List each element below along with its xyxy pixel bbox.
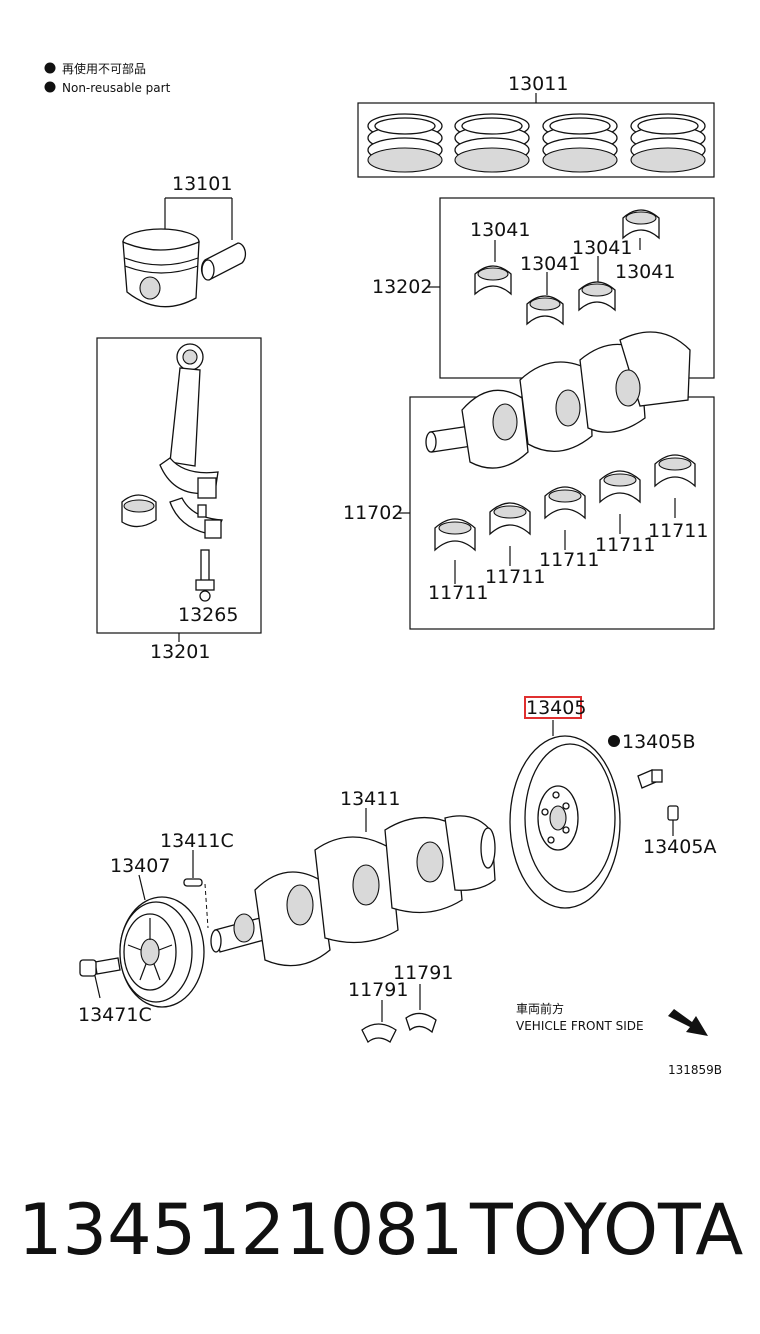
label-13041-a: 13041 (470, 219, 530, 241)
piston-ring (454, 113, 530, 173)
flywheel[interactable] (509, 720, 621, 909)
thrust-washers[interactable] (361, 984, 437, 1044)
pulley-bolt[interactable] (79, 957, 121, 999)
direction-english: VEHICLE FRONT SIDE (516, 1019, 644, 1033)
bearing-shell (622, 209, 660, 240)
legend-japanese: 再使用不可部品 (62, 61, 146, 76)
crankshaft-pulley[interactable] (119, 874, 205, 1008)
bearing-shell (474, 265, 512, 296)
label-11791-a: 11791 (348, 979, 408, 1001)
label-13471C: 13471C (78, 1004, 152, 1026)
diagram-code: 131859B (668, 1063, 722, 1077)
label-13405A: 13405A (643, 836, 716, 858)
arrow-right-down-icon (668, 1009, 708, 1036)
main-bearing-shell (489, 502, 531, 536)
label-13101: 13101 (172, 173, 232, 195)
label-13411: 13411 (340, 788, 400, 810)
label-13265: 13265 (178, 604, 238, 626)
non-reusable-bullet-icon (44, 62, 56, 74)
main-bearing-shell (434, 518, 476, 552)
main-bearing-shell (599, 470, 641, 504)
part-number: 1345121081 (18, 1189, 464, 1271)
piston-ring-set[interactable] (357, 93, 715, 178)
piston-with-pin[interactable] (122, 197, 247, 308)
label-11711-c: 11711 (539, 549, 599, 571)
label-13407: 13407 (110, 855, 170, 877)
legend-english: Non-reusable part (62, 81, 171, 95)
bearing-shell (578, 281, 616, 312)
label-13041-c: 13041 (572, 237, 632, 259)
label-11711-a: 11711 (428, 582, 488, 604)
label-13202: 13202 (372, 276, 432, 298)
label-13201: 13201 (150, 641, 210, 663)
main-bearing-shell (544, 486, 586, 520)
direction-japanese: 車両前方 (516, 1001, 564, 1016)
piston-ring (630, 113, 706, 173)
connecting-rod-bearing-set[interactable] (428, 197, 715, 379)
main-bearing-shell (654, 454, 696, 488)
label-13411C: 13411C (160, 830, 234, 852)
label-13405[interactable]: 13405 (526, 697, 586, 719)
highlight-box-13405 (524, 696, 582, 719)
flywheel-pin[interactable] (667, 805, 679, 836)
label-11791-b: 11791 (393, 962, 453, 984)
crankshaft-bearing-set[interactable] (398, 331, 715, 630)
crankshaft-key[interactable] (183, 850, 209, 929)
bearing-shell (526, 295, 564, 326)
legend: 再使用不可部品 Non-reusable part (44, 61, 171, 95)
connecting-rod-assembly[interactable] (96, 337, 262, 642)
label-13011: 13011 (508, 73, 568, 95)
label-11711-d: 11711 (595, 534, 655, 556)
footer: 1345121081 TOYOTA (0, 1180, 760, 1290)
piston-ring (367, 113, 443, 173)
label-13041-d: 13041 (615, 261, 675, 283)
label-11711-e: 11711 (648, 520, 708, 542)
non-reusable-bullet-icon (44, 81, 56, 93)
label-13405B: 13405B (622, 731, 695, 753)
label-11711-b: 11711 (485, 566, 545, 588)
piston-ring (542, 113, 618, 173)
label-11702: 11702 (343, 502, 403, 524)
non-reusable-bullet-icon (608, 735, 620, 747)
crankshaft[interactable] (210, 808, 496, 967)
flywheel-bolt[interactable] (608, 735, 663, 789)
brand-name: TOYOTA (470, 1189, 744, 1271)
label-13041-b: 13041 (520, 253, 580, 275)
